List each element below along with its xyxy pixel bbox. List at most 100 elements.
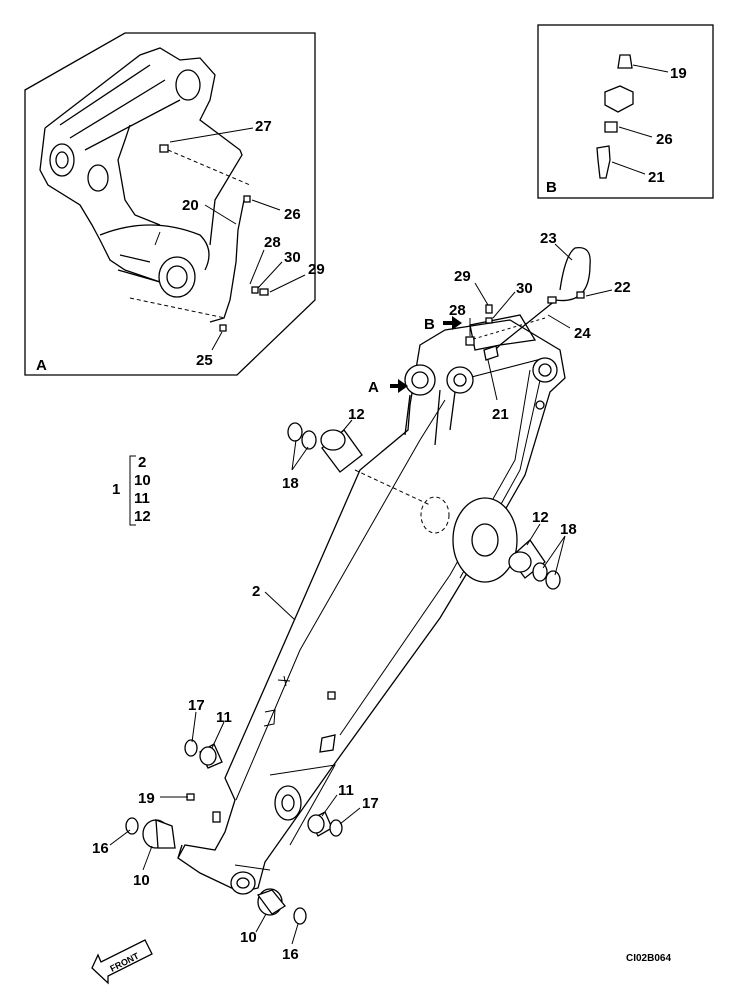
arm-end-outline	[39, 127, 161, 283]
fitting-19	[186, 793, 195, 801]
bushing-detail-a-body	[117, 254, 161, 283]
kit-member-12: 12	[134, 508, 151, 525]
pin-boss-mid	[87, 164, 109, 192]
arm-lower-plate	[269, 764, 336, 846]
main-leaders	[109, 243, 613, 945]
leader-25	[211, 331, 223, 351]
marking-1	[277, 675, 291, 687]
main-callouts: 23 22 29 30 24 28 21 12 18 12 18 2 17 11…	[92, 230, 631, 963]
callout-16-left: 16	[92, 840, 109, 857]
detail-b-panel: 19 26 21 B	[537, 24, 714, 199]
leader-28-a	[249, 249, 265, 285]
callout-30-a: 30	[284, 249, 301, 266]
kit-member-2: 2	[138, 454, 146, 471]
callout-19-b: 19	[670, 65, 687, 82]
arm-end-upper	[44, 47, 243, 246]
callout-17-right: 17	[362, 795, 379, 812]
kit-member-11: 11	[134, 490, 150, 507]
callout-24: 24	[574, 325, 591, 342]
callout-26-b: 26	[656, 131, 673, 148]
detail-b-frame	[537, 24, 714, 199]
hose-23	[554, 246, 591, 302]
leader-11-right	[321, 794, 338, 817]
head-boss-left	[404, 364, 436, 396]
callout-17-left: 17	[188, 697, 205, 714]
leader-16-left	[109, 829, 131, 846]
callout-21-b: 21	[648, 169, 665, 186]
callout-26-a: 26	[284, 206, 301, 223]
callout-12-upper: 12	[348, 406, 365, 423]
nose-pin-boss	[230, 871, 256, 895]
front-arrow-shape	[91, 939, 153, 985]
callout-28-a: 28	[264, 234, 281, 251]
leader-30	[492, 291, 516, 319]
fitting-26-b	[604, 121, 618, 133]
seal-18-upper-b	[301, 430, 317, 450]
callout-19: 19	[138, 790, 155, 807]
detail-a-panel	[24, 32, 316, 376]
leader-17-left	[191, 711, 197, 743]
lower-pin-bore	[281, 794, 295, 812]
side-block	[327, 691, 336, 700]
leader-29-a	[269, 274, 306, 293]
lower-pin-boss	[274, 785, 302, 821]
kit-legend: 1 2 10 11 12	[112, 454, 151, 526]
detail-a-dash-2	[129, 297, 226, 319]
leader-17-right	[339, 807, 361, 825]
leader-2	[264, 591, 296, 621]
bushing-11-right-end	[307, 814, 325, 834]
fitting-29	[485, 304, 493, 314]
leader-19-b	[632, 64, 669, 73]
marking-2	[263, 709, 276, 727]
pipe-21-b	[596, 145, 611, 179]
callout-27: 27	[255, 118, 272, 135]
pointer-b-label: B	[424, 316, 435, 333]
seal-18-right-b	[545, 570, 561, 590]
bushing-detail-a-bore	[166, 265, 188, 289]
detail-a-frame	[24, 32, 316, 376]
callout-16-right: 16	[282, 946, 299, 963]
detail-a-dash-1	[167, 149, 251, 186]
seal-16-left	[125, 817, 139, 835]
arm-nose-seam	[234, 864, 271, 871]
seal-17-left	[184, 739, 198, 757]
callout-10-left: 10	[133, 872, 150, 889]
leader-23	[554, 243, 573, 261]
leader-24	[547, 314, 571, 329]
head-boss-left-bore	[411, 371, 429, 389]
leader-21	[487, 359, 498, 401]
fitting-30	[485, 317, 493, 324]
callout-20: 20	[182, 197, 199, 214]
bushing-11-left-end	[199, 746, 217, 766]
main-pin-bore	[471, 523, 499, 557]
callout-30: 30	[516, 280, 533, 297]
grease-tube	[209, 199, 245, 323]
callout-25: 25	[196, 352, 213, 369]
fitting-25	[219, 324, 227, 332]
callout-11-right: 11	[338, 782, 354, 799]
bushing-12-right-end	[508, 551, 532, 573]
bushing-10-left-body	[155, 819, 176, 849]
seal-18-upper-a	[287, 422, 303, 442]
pointer-a-arrow	[390, 379, 408, 393]
leader-12-right	[526, 523, 541, 546]
callout-29-a: 29	[308, 261, 325, 278]
drawing-code: CI02B064	[626, 953, 671, 964]
kit-label: 1	[112, 481, 120, 498]
fitting-22	[576, 291, 585, 299]
fitting-27	[159, 144, 169, 153]
block-b	[604, 85, 634, 113]
leader-20	[204, 204, 237, 225]
leader-26-a	[251, 199, 281, 211]
detail-b-label: B	[546, 179, 557, 196]
leader-10-left	[142, 845, 153, 871]
fitting-30-detail-a	[251, 286, 259, 294]
arm-end-ribs	[59, 64, 181, 151]
bushing-detail-a	[158, 256, 196, 298]
seal-16-right	[293, 907, 307, 925]
callout-22: 22	[614, 279, 631, 296]
callout-18-upper: 18	[282, 475, 299, 492]
callout-28: 28	[449, 302, 466, 319]
